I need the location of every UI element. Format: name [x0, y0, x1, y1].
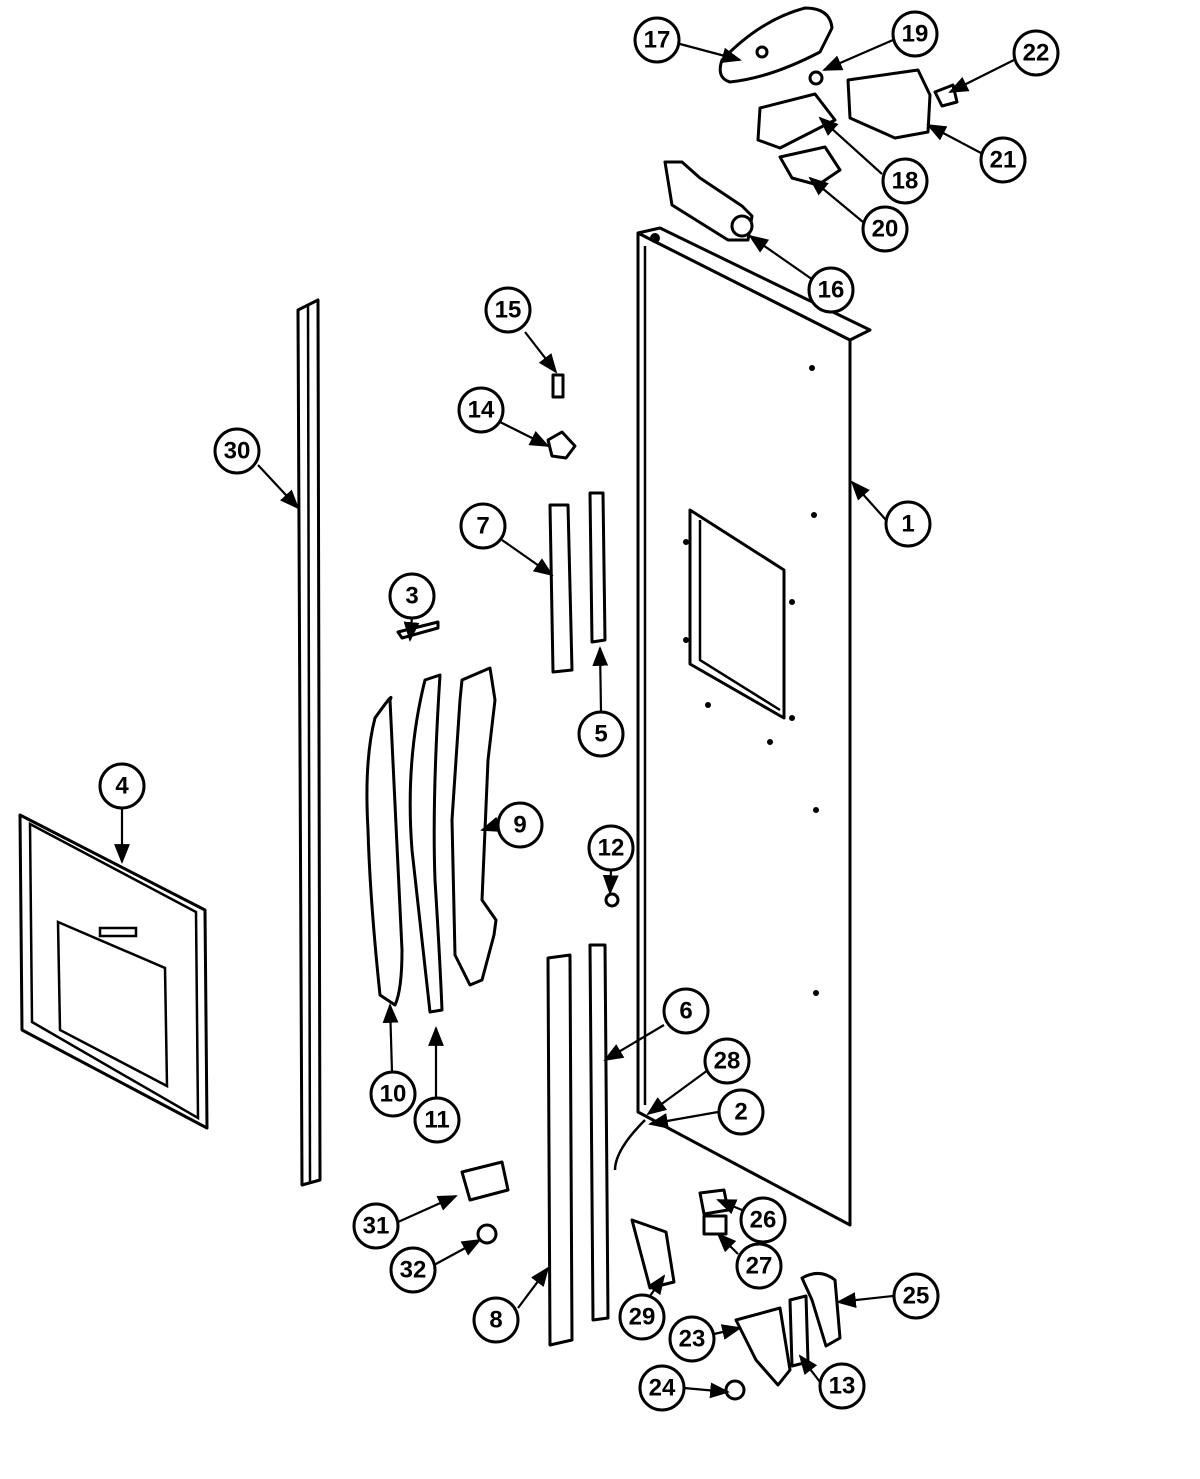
callout-12: 12: [587, 824, 635, 872]
svg-text:20: 20: [872, 216, 899, 243]
svg-text:19: 19: [902, 21, 929, 48]
svg-text:11: 11: [424, 1107, 449, 1134]
callout-10: 10: [369, 1070, 417, 1118]
svg-text:12: 12: [598, 835, 625, 862]
callout-30: 30: [213, 427, 261, 475]
callout-23: 23: [668, 1315, 716, 1363]
svg-text:8: 8: [489, 1307, 502, 1334]
svg-text:30: 30: [224, 438, 251, 465]
channel-parts: [546, 491, 610, 1347]
callout-6: 6: [662, 987, 710, 1035]
svg-text:21: 21: [990, 147, 1017, 174]
svg-text:17: 17: [644, 27, 671, 54]
callout-8: 8: [472, 1296, 520, 1344]
svg-text:22: 22: [1023, 40, 1050, 67]
callout-19: 19: [891, 10, 939, 58]
svg-text:23: 23: [679, 1326, 706, 1353]
svg-text:1: 1: [901, 511, 914, 538]
callout-7: 7: [459, 502, 507, 550]
callout-18: 18: [881, 157, 929, 205]
svg-text:29: 29: [629, 1304, 656, 1331]
callout-25: 25: [892, 1272, 940, 1320]
callout-31: 31: [352, 1202, 400, 1250]
handle-parts: [365, 666, 498, 1014]
callout-16: 16: [807, 266, 855, 314]
callout-29: 29: [618, 1293, 666, 1341]
callout-9: 9: [496, 801, 544, 849]
callout-4: 4: [98, 762, 146, 810]
svg-text:9: 9: [513, 812, 526, 839]
svg-text:5: 5: [594, 721, 607, 748]
leader-lines: [114, 38, 1015, 1399]
svg-text:24: 24: [649, 1375, 676, 1402]
callout-22: 22: [1012, 29, 1060, 77]
svg-text:18: 18: [892, 168, 919, 195]
callout-27: 27: [735, 1242, 783, 1290]
callout-26: 26: [739, 1196, 787, 1244]
svg-text:4: 4: [115, 773, 129, 800]
callout-3: 3: [388, 572, 436, 620]
callout-21: 21: [979, 136, 1027, 184]
water-tube: [613, 1119, 646, 1171]
svg-text:28: 28: [714, 1048, 741, 1075]
trim-strip: [296, 298, 322, 1187]
callout-15: 15: [484, 286, 532, 334]
callout-17: 17: [633, 16, 681, 64]
svg-text:10: 10: [380, 1081, 407, 1108]
door-panel: [636, 226, 872, 1227]
svg-text:31: 31: [363, 1213, 390, 1240]
callout-28: 28: [703, 1037, 751, 1085]
callout-13: 13: [818, 1362, 866, 1410]
callout-14: 14: [457, 386, 505, 434]
callout-1: 1: [884, 500, 932, 548]
svg-text:14: 14: [468, 397, 495, 424]
dispenser-cover: [18, 813, 209, 1130]
callout-5: 5: [577, 710, 625, 758]
callout-11: 11: [413, 1096, 461, 1144]
svg-text:13: 13: [829, 1373, 856, 1400]
svg-text:6: 6: [679, 998, 692, 1025]
svg-text:27: 27: [746, 1253, 773, 1280]
callout-20: 20: [861, 205, 909, 253]
svg-text:2: 2: [734, 1099, 747, 1126]
svg-text:26: 26: [750, 1207, 777, 1234]
svg-text:15: 15: [495, 297, 522, 324]
svg-text:25: 25: [903, 1283, 930, 1310]
callout-32: 32: [389, 1246, 437, 1294]
callout-2: 2: [717, 1088, 765, 1136]
svg-text:16: 16: [818, 277, 845, 304]
callout-24: 24: [638, 1364, 686, 1412]
svg-text:3: 3: [405, 583, 418, 610]
callouts: 1 2 3 4 5 6 7 8 9 10 11 12 13 14 15 16 1…: [98, 10, 1060, 1412]
top-hinge-parts: [663, 6, 959, 242]
svg-text:7: 7: [476, 513, 489, 540]
svg-text:32: 32: [400, 1257, 427, 1284]
